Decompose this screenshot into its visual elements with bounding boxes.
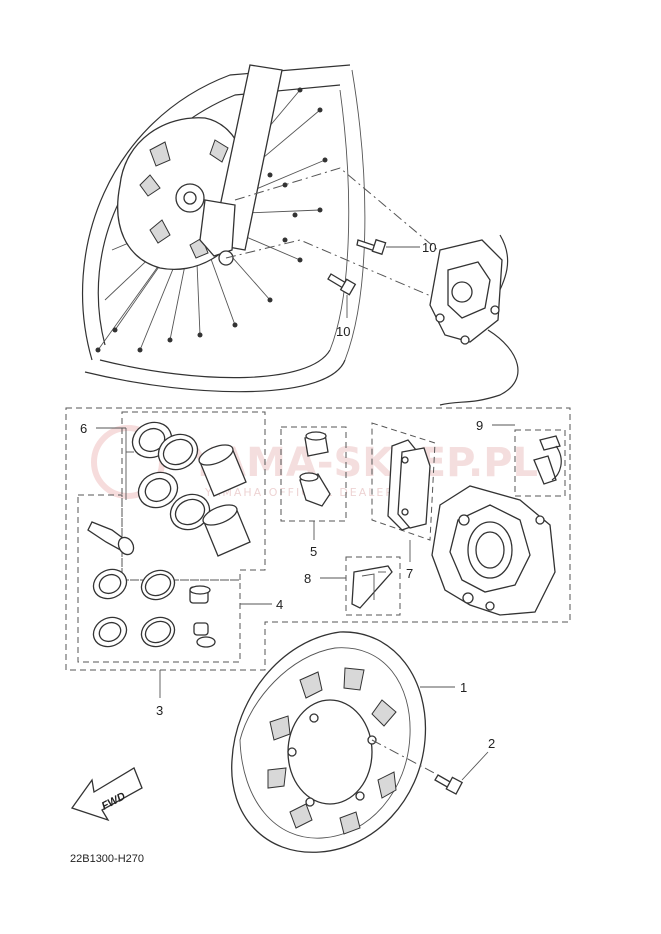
callout-2: 2: [488, 736, 495, 751]
callout-8: 8: [304, 571, 311, 586]
callout-9: 9: [476, 418, 483, 433]
watermark-text: YAMA-SKLEP.PL: [189, 440, 538, 486]
callout-1: 1: [460, 680, 467, 695]
brake-disc: [231, 631, 427, 853]
watermark: YAMA-SKLEP.PL YAMAHA OFFICIAL DEALER: [91, 425, 538, 499]
callout-4: 4: [276, 597, 283, 612]
forward-arrow-icon: FWD: [70, 767, 143, 822]
caliper-mounted: [429, 239, 503, 345]
callout-10-upper: 10: [422, 240, 436, 255]
callout-7: 7: [406, 566, 413, 581]
bleed-screw-kit: [299, 431, 331, 507]
caliper-seal-kit: [87, 521, 216, 648]
caliper-bolt-upper: [356, 238, 387, 256]
hose-connector: [533, 435, 562, 485]
disc-bolt: [434, 774, 463, 795]
caliper-bolt-lower: [327, 273, 357, 296]
callout-5: 5: [310, 544, 317, 559]
piston-seal-kit: [131, 421, 251, 557]
callout-3: 3: [156, 703, 163, 718]
pad-spring: [351, 565, 393, 609]
callout-10-lower: 10: [336, 324, 350, 339]
callout-6: 6: [80, 421, 87, 436]
brake-pad-kit: [387, 439, 431, 531]
front-wheel-assembly: [81, 64, 519, 406]
caliper-body: [431, 485, 556, 616]
diagram-code: 22B1300-H270: [70, 853, 144, 865]
